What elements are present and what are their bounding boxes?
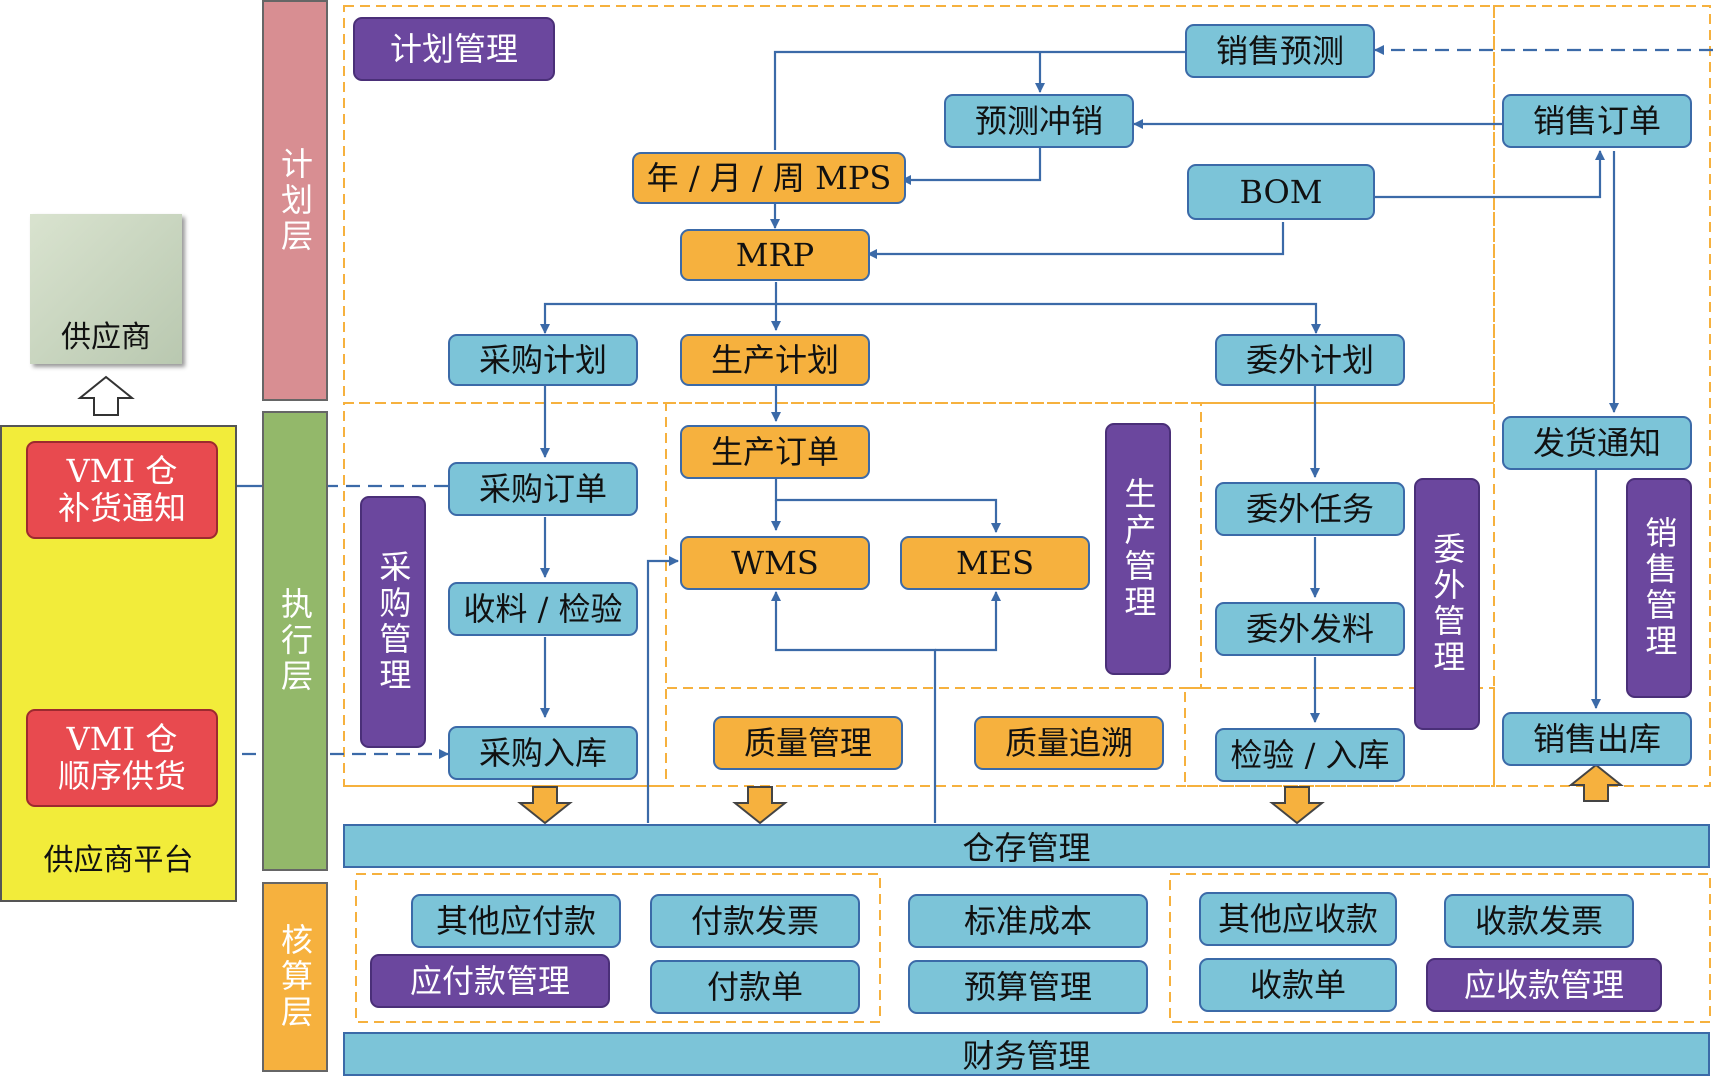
payable-mgmt-box: 应付款管理 bbox=[370, 954, 610, 1008]
mrp-box[interactable]: MRP bbox=[680, 229, 870, 281]
other-receivable-box[interactable]: 其他应收款 bbox=[1199, 892, 1397, 946]
plan-mgmt-title: 计划管理 bbox=[353, 17, 555, 81]
supplier-image bbox=[30, 214, 182, 364]
ship-notice-box[interactable]: 发货通知 bbox=[1502, 416, 1692, 470]
wms-box[interactable]: WMS bbox=[680, 536, 870, 590]
sales-forecast-box[interactable]: 销售预测 bbox=[1185, 24, 1375, 78]
outsource-mgmt-box: 委外管理 bbox=[1414, 478, 1480, 730]
receive-invoice-box[interactable]: 收款发票 bbox=[1444, 894, 1634, 948]
other-payable-box[interactable]: 其他应付款 bbox=[411, 894, 621, 948]
purchase-order-box[interactable]: 采购订单 bbox=[448, 462, 638, 516]
vmi-replenish-notice[interactable]: VMI 仓 补货通知 bbox=[26, 441, 218, 539]
plan-layer-label: 计划层 bbox=[262, 0, 328, 401]
sales-out-box[interactable]: 销售出库 bbox=[1502, 712, 1692, 766]
outsource-plan-box[interactable]: 委外计划 bbox=[1215, 334, 1405, 386]
mps-box[interactable]: 年 / 月 / 周 MPS bbox=[632, 152, 906, 204]
purchase-plan-box[interactable]: 采购计划 bbox=[448, 334, 638, 386]
inspect-in-box[interactable]: 检验 / 入库 bbox=[1215, 728, 1405, 782]
supplier-platform-label: 供应商平台 bbox=[43, 843, 194, 878]
purchase-in-box[interactable]: 采购入库 bbox=[448, 726, 638, 780]
receive-inspect-box[interactable]: 收料 / 检验 bbox=[448, 582, 638, 636]
warehouse-mgmt-bar[interactable]: 仓存管理 bbox=[343, 824, 1710, 868]
pay-invoice-box[interactable]: 付款发票 bbox=[650, 894, 860, 948]
budget-mgmt-box[interactable]: 预算管理 bbox=[908, 960, 1148, 1014]
outsource-task-box[interactable]: 委外任务 bbox=[1215, 482, 1405, 536]
production-order-box[interactable]: 生产订单 bbox=[680, 425, 870, 479]
purchase-mgmt-box: 采购管理 bbox=[360, 496, 426, 748]
receivable-mgmt-box: 应收款管理 bbox=[1426, 958, 1662, 1012]
pay-slip-box[interactable]: 付款单 bbox=[650, 960, 860, 1014]
account-layer-label: 核算层 bbox=[262, 882, 328, 1072]
quality-trace-box[interactable]: 质量追溯 bbox=[974, 716, 1164, 770]
production-mgmt-box: 生产管理 bbox=[1105, 423, 1171, 675]
std-cost-box[interactable]: 标准成本 bbox=[908, 894, 1148, 948]
mes-box[interactable]: MES bbox=[900, 536, 1090, 590]
sales-order-box[interactable]: 销售订单 bbox=[1502, 94, 1692, 148]
quality-mgmt-box[interactable]: 质量管理 bbox=[713, 716, 903, 770]
forecast-offset-box[interactable]: 预测冲销 bbox=[944, 94, 1134, 148]
bom-box[interactable]: BOM bbox=[1187, 164, 1375, 220]
supplier-label: 供应商 bbox=[61, 320, 151, 355]
exec-layer-label: 执行层 bbox=[262, 411, 328, 871]
production-plan-box[interactable]: 生产计划 bbox=[680, 334, 870, 386]
vmi-sequence-supply[interactable]: VMI 仓 顺序供货 bbox=[26, 709, 218, 807]
receive-slip-box[interactable]: 收款单 bbox=[1199, 958, 1397, 1012]
outsource-material-box[interactable]: 委外发料 bbox=[1215, 602, 1405, 656]
sales-mgmt-box: 销售管理 bbox=[1626, 478, 1692, 698]
finance-mgmt-bar[interactable]: 财务管理 bbox=[343, 1032, 1710, 1076]
